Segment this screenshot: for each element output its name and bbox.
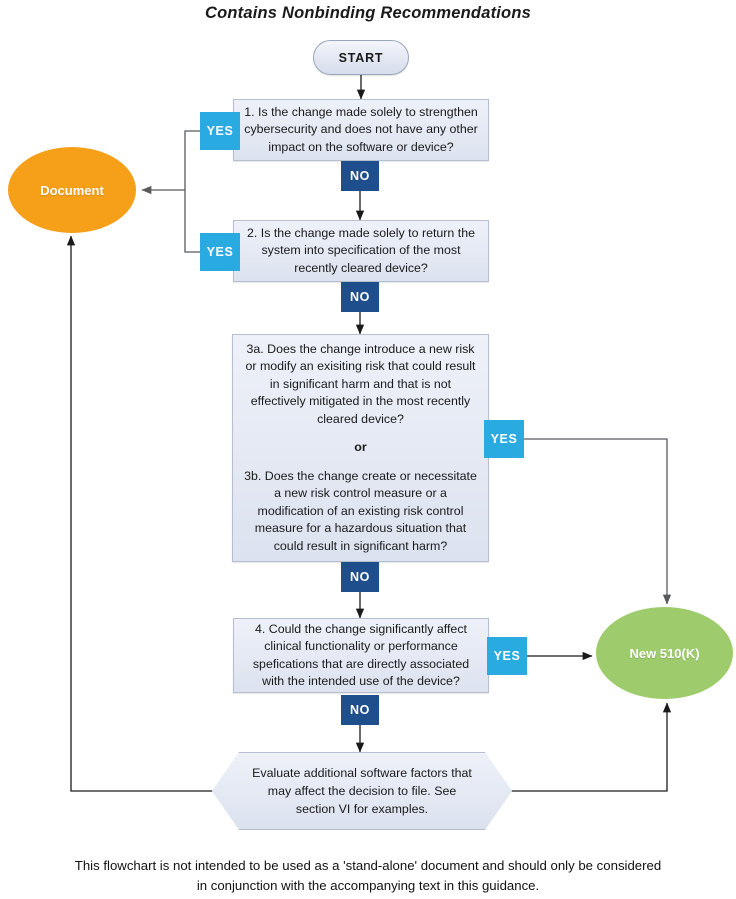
question-3-or-connector: or [354, 440, 367, 455]
no-badge-q4[interactable]: NO [341, 695, 379, 725]
question-3b-text: 3b. Does the change create or necessitat… [244, 468, 477, 553]
no-badge-q1[interactable]: NO [341, 161, 379, 191]
yes-badge-q1[interactable]: YES [200, 112, 240, 150]
yes-badge-q4[interactable]: YES [487, 637, 527, 675]
question-4-box[interactable]: 4. Could the change significantly affect… [233, 618, 489, 693]
wire-yes3-to-new510k [524, 438, 672, 605]
question-1-box[interactable]: 1. Is the change made solely to strength… [233, 99, 489, 161]
start-node[interactable]: START [313, 40, 409, 75]
footer-disclaimer: This flowchart is not intended to be use… [74, 858, 662, 893]
outcome-new-510k[interactable]: New 510(K) [596, 607, 733, 699]
wire-evaluate-to-document [66, 235, 212, 792]
no-badge-q2[interactable]: NO [341, 282, 379, 312]
wire-yes1-yes2-merge [184, 130, 200, 253]
yes-badge-q2[interactable]: YES [200, 233, 240, 271]
yes-badge-q3[interactable]: YES [484, 420, 524, 458]
outcome-document[interactable]: Document [8, 147, 136, 233]
evaluate-factors-node[interactable]: Evaluate additional software factors tha… [212, 752, 512, 830]
question-3-box[interactable]: 3a. Does the change introduce a new risk… [232, 334, 489, 562]
question-3a-text: 3a. Does the change introduce a new risk… [245, 341, 476, 426]
page-title: Contains Nonbinding Recommendations [204, 4, 531, 22]
no-badge-q3[interactable]: NO [341, 562, 379, 592]
question-2-box[interactable]: 2. Is the change made solely to return t… [233, 220, 489, 282]
wire-evaluate-to-new510k [512, 702, 672, 792]
